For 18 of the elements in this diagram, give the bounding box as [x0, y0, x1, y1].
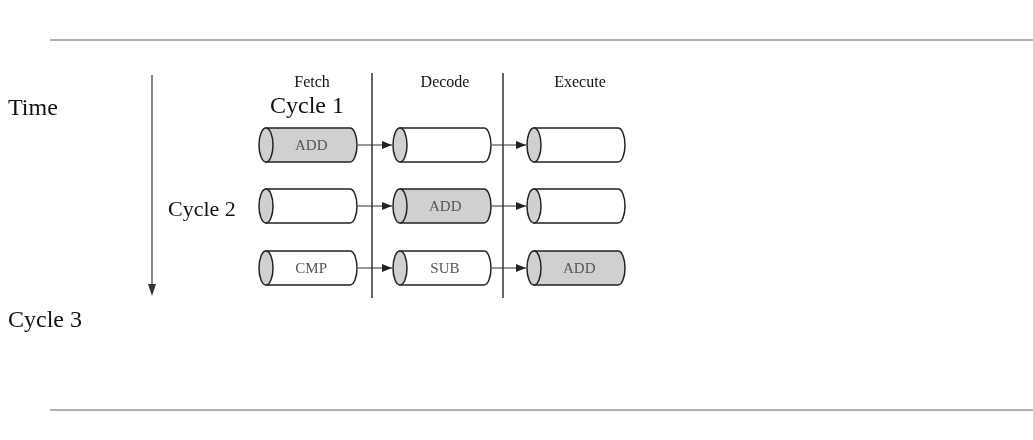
- stage-heading: Fetch: [294, 73, 330, 91]
- stage-heading: Execute: [554, 73, 606, 91]
- instruction-label: CMP: [295, 259, 327, 277]
- arrow: [491, 141, 527, 149]
- instruction-label: SUB: [430, 259, 460, 277]
- instruction-label: ADD: [295, 136, 328, 154]
- instruction-label: ADD: [563, 259, 596, 277]
- cycle-label: Cycle 2: [168, 196, 236, 222]
- cycle-label: Cycle 1: [270, 92, 344, 119]
- arrow: [491, 202, 527, 210]
- arrow: [491, 264, 527, 272]
- cycle-label: Cycle 3: [8, 306, 82, 333]
- axis-label: Time: [8, 94, 58, 121]
- arrow: [357, 264, 393, 272]
- instruction-label: ADD: [429, 197, 462, 215]
- stage-heading: Decode: [420, 73, 470, 91]
- arrow: [357, 202, 393, 210]
- arrow: [357, 141, 393, 149]
